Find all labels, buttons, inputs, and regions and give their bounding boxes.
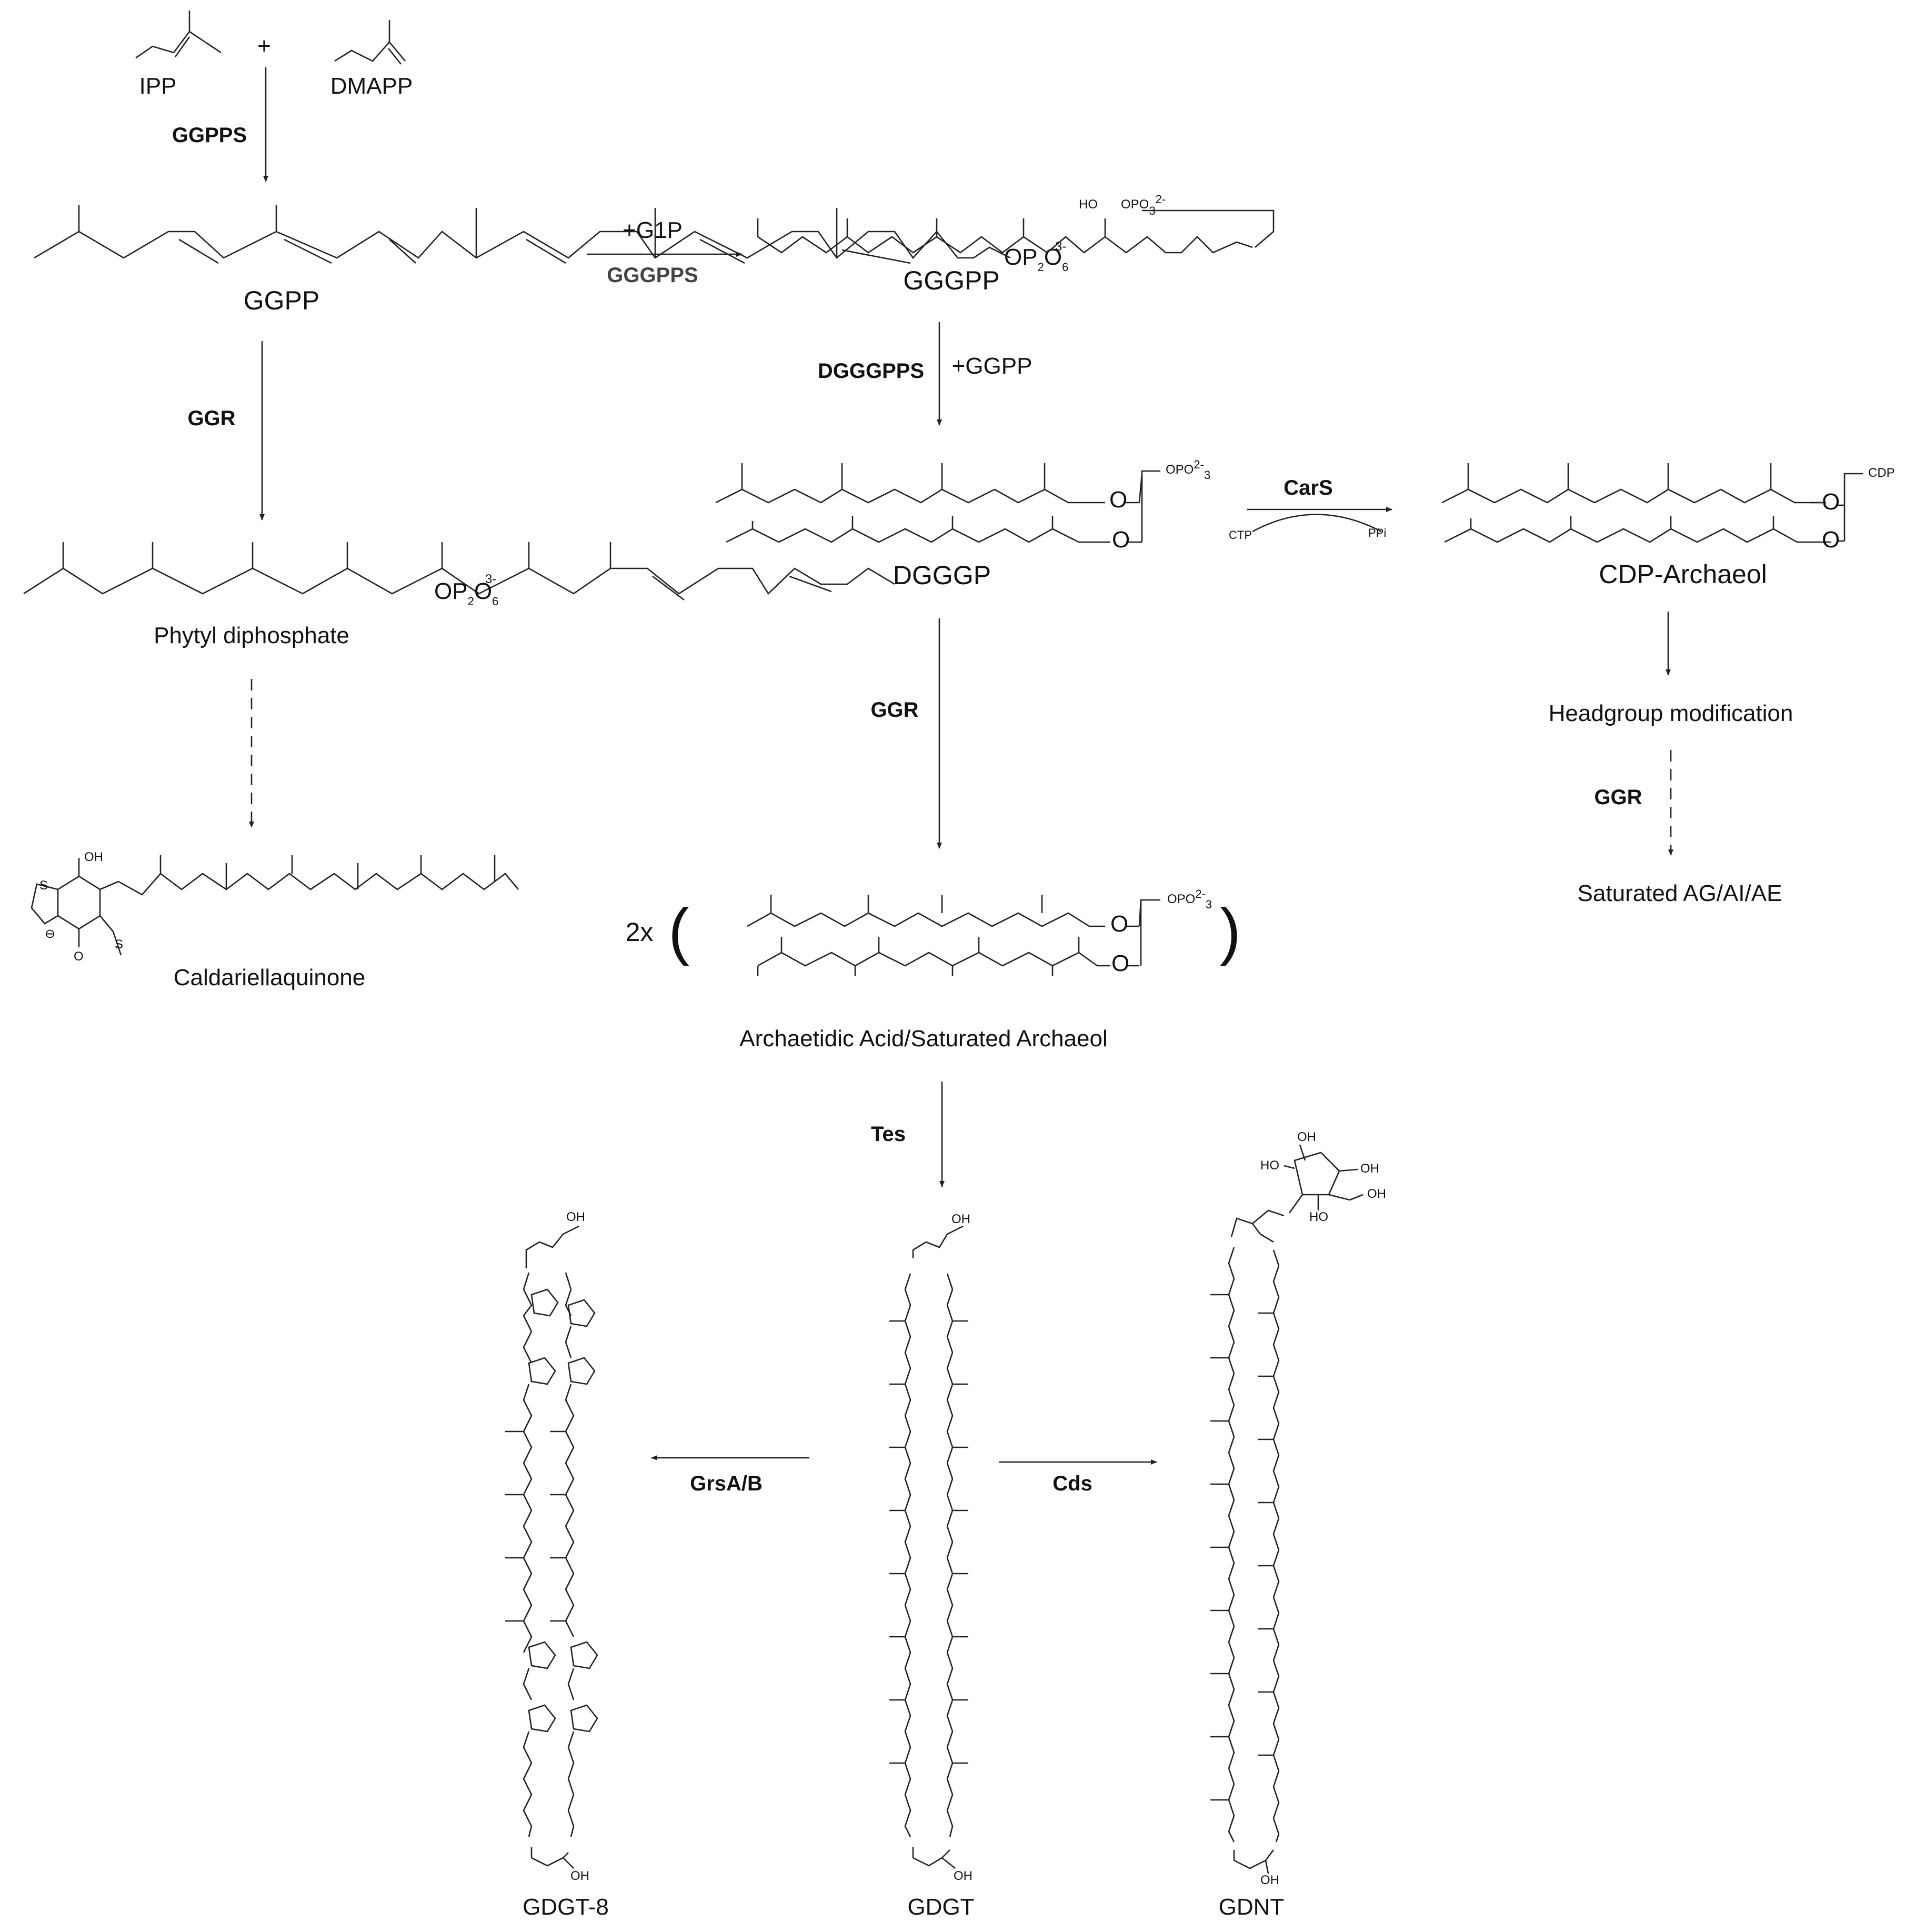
caldariella-minus: ⊖ [45, 927, 55, 941]
ipp-label: IPP [139, 73, 177, 99]
gdnt-structure [1210, 1144, 1363, 1874]
caldariella-s2: S [115, 937, 123, 952]
phytyl-op2o6: OP2O6 [434, 578, 498, 608]
gdnt-oh-2: OH [1360, 1162, 1379, 1176]
archaetidic-opo3: OPO2-3 [1167, 887, 1212, 911]
dgggp-structure [715, 463, 1160, 543]
phytyl-structure [23, 542, 895, 601]
gdnt-oh-1: OH [1297, 1130, 1316, 1144]
archaetidic-o1: O [1110, 911, 1128, 937]
gdnt-oh-bottom: OH [1260, 1873, 1279, 1887]
gdgt-oh-top: OH [951, 1212, 970, 1226]
gdgt8-label: GDGT-8 [523, 1894, 609, 1920]
archaetidic-o2: O [1111, 950, 1129, 976]
cdp-group: CDP [1868, 466, 1895, 480]
ctp-label: CTP [1229, 528, 1252, 542]
ggpp-structure [34, 205, 1011, 264]
ggpps-label: GGPPS [172, 124, 247, 147]
gdgt-structure [889, 1225, 968, 1869]
plus-sign: + [257, 33, 271, 59]
gdnt-ho-1: HO [1260, 1158, 1279, 1173]
caldariellaquinone-label: Caldariellaquinone [174, 965, 365, 990]
ipp-structure [135, 11, 222, 59]
paren-open: ( [668, 896, 689, 966]
tes-label: Tes [871, 1123, 906, 1146]
caldariellaquinone-structure [31, 855, 519, 956]
ggr-left-label: GGR [187, 407, 235, 430]
dgggpps-label: DGGGPPS [818, 359, 924, 383]
gggpp-ho: HO [1079, 197, 1098, 212]
dgggp-label: DGGGP [893, 560, 991, 590]
caldariella-s1: S [39, 878, 48, 893]
gggpp-label: GGGPP [903, 266, 999, 295]
caldariella-oh: OH [84, 850, 103, 864]
cdp-archaeol-o1: O [1822, 489, 1840, 515]
cds-label: Cds [1052, 1472, 1092, 1495]
two-x-label: 2x [626, 917, 654, 947]
gdnt-ho-2: HO [1309, 1210, 1328, 1224]
gdgt8-oh-bottom: OH [570, 1869, 589, 1883]
saturated-ag-label: Saturated AG/AI/AE [1578, 880, 1782, 906]
ggr-right-label: GGR [1594, 786, 1642, 809]
dgggp-o1: O [1109, 487, 1127, 513]
ggpp-label: GGPP [244, 286, 319, 315]
phytyl-label: Phytyl diphosphate [154, 623, 349, 648]
gdnt-label: GDNT [1219, 1894, 1285, 1920]
ggpp-phosphate: OP2O6 [1004, 244, 1068, 274]
caldariella-o: O [74, 949, 84, 964]
headgroup-label: Headgroup modification [1549, 700, 1793, 726]
gdgt8-structure [505, 1225, 598, 1869]
gggpp-structure [757, 209, 1275, 254]
cars-label: CarS [1284, 476, 1332, 499]
cars-cosubstrate-curve [1252, 514, 1382, 533]
archaetidic-label: Archaetidic Acid/Saturated Archaeol [739, 1026, 1108, 1052]
gdgt8-oh-top: OH [566, 1210, 585, 1224]
g1p-label: +G1P [623, 217, 683, 243]
cdp-archaeol-label: CDP-Archaeol [1599, 559, 1767, 589]
dgggp-opo3: OPO2-3 [1166, 458, 1210, 482]
dmapp-label: DMAPP [330, 73, 413, 99]
paren-close: ) [1220, 896, 1241, 966]
phytyl-charge: 3- [485, 572, 496, 586]
ppi-label: PPi [1368, 526, 1386, 539]
archaetidic-structure [747, 895, 1160, 976]
gdgt-label: GDGT [907, 1894, 974, 1920]
plus-ggpp-label: +GGPP [952, 353, 1032, 379]
gdgt-oh-bottom: OH [954, 1869, 972, 1883]
cdp-archaeol-o2: O [1822, 527, 1840, 553]
dgggp-o2: O [1112, 527, 1130, 553]
gggpp-opo3: OPO32- [1121, 193, 1166, 217]
gggpps-label: GGGPPS [607, 264, 698, 287]
dmapp-structure [334, 20, 406, 65]
gdnt-oh-3: OH [1367, 1187, 1386, 1201]
cdp-archaeol-structure [1441, 463, 1863, 543]
ggr-mid-label: GGR [870, 698, 918, 722]
grsab-label: GrsA/B [690, 1472, 763, 1495]
